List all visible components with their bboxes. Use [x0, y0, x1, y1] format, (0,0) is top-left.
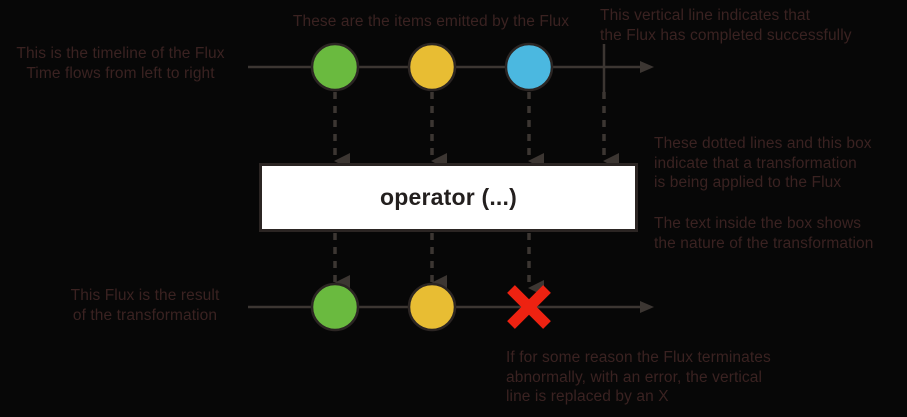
- operator-box[interactable]: operator (...): [259, 163, 638, 232]
- annotation-box-text: The text inside the box shows the nature…: [654, 215, 874, 252]
- transform-arrows-out-of-operator: [333, 233, 544, 296]
- annotation-timeline: This is the timeline of the Flux Time fl…: [16, 45, 225, 82]
- source-flux-timeline: [248, 42, 654, 92]
- operator-label: operator (...): [380, 184, 517, 210]
- annotation-dotted-lines: These dotted lines and this box indicate…: [654, 135, 872, 191]
- annotation-completion: This vertical line indicates that the Fl…: [600, 7, 852, 44]
- result-marble-green[interactable]: [310, 282, 360, 332]
- result-marble-yellow[interactable]: [407, 282, 457, 332]
- source-marble-blue[interactable]: [504, 42, 554, 92]
- source-marble-green[interactable]: [310, 42, 360, 92]
- annotation-error: If for some reason the Flux terminates a…: [506, 349, 771, 405]
- annotation-items: These are the items emitted by the Flux: [292, 13, 570, 30]
- error-x-stroke-b: [507, 285, 551, 329]
- error-x-icon[interactable]: [507, 285, 551, 329]
- result-flux-timeline: [248, 282, 654, 332]
- annotation-result: This Flux is the result of the transform…: [70, 287, 220, 324]
- transform-arrows-into-operator: [333, 92, 619, 169]
- source-marble-yellow[interactable]: [407, 42, 457, 92]
